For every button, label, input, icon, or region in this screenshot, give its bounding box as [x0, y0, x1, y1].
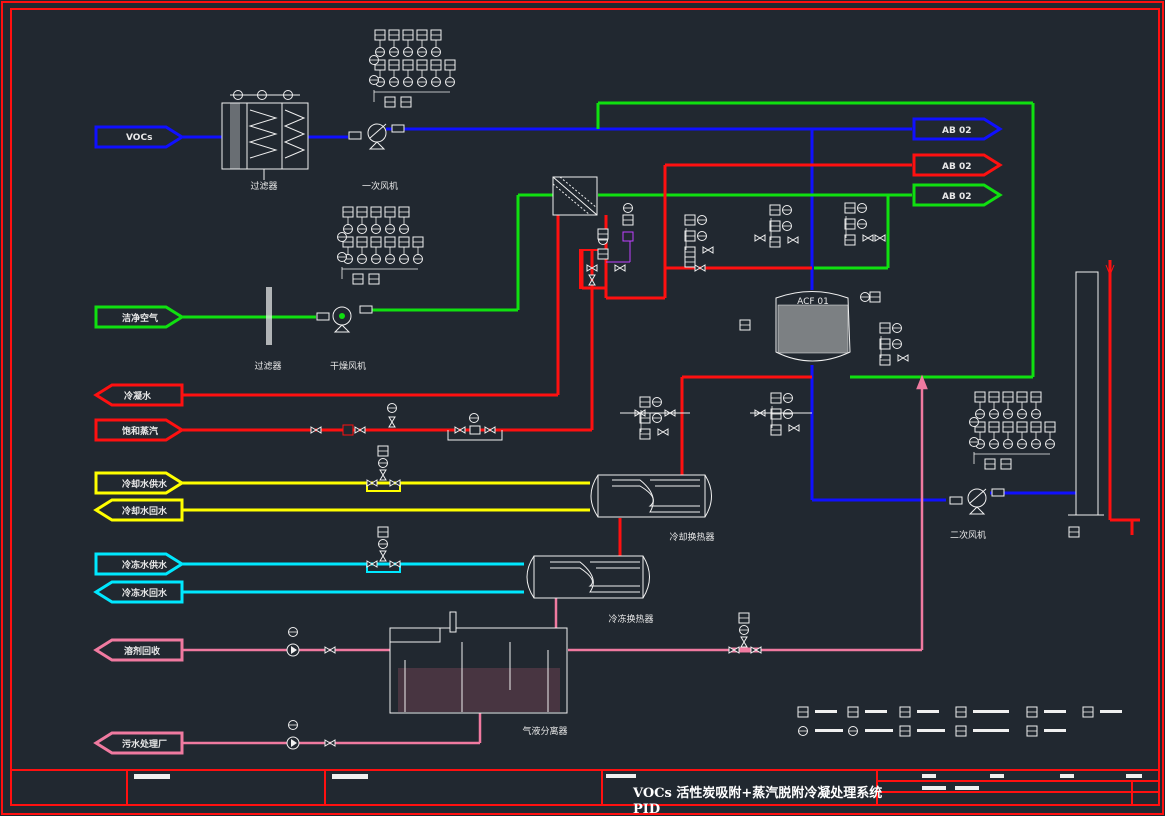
steam-control-instruments	[579, 203, 886, 289]
connector-solvent-recovery: 溶剂回收	[93, 638, 184, 662]
connector-vocs-label: VOCs	[126, 133, 152, 143]
secondary-fan-label: 二次风机	[950, 529, 986, 541]
connector-chilled-return-label: 冷冻水回水	[122, 587, 168, 599]
connector-cooling-supply: 冷却水供水	[94, 471, 185, 495]
connector-cooling-supply-label: 冷却水供水	[122, 478, 168, 490]
primary-fan-label: 一次风机	[362, 180, 398, 192]
cooling-water-lines	[182, 481, 590, 512]
cooling-heat-exchanger: 冷却换热器	[590, 474, 715, 543]
connector-cooling-water-label: 冷凝水	[124, 390, 152, 402]
connector-wastewater: 污水处理厂	[93, 731, 184, 755]
connector-ab-bot: AB 02	[912, 183, 1003, 207]
connector-ab-bot-label: AB 02	[942, 192, 971, 202]
separator-label: 气液分离器	[522, 725, 567, 737]
connector-ab-top-label: AB 02	[942, 126, 971, 136]
air-lines	[182, 101, 1035, 379]
connector-ab-mid: AB 02	[912, 153, 1003, 177]
filter-top-label: 过滤器	[250, 180, 277, 192]
filter-mid-label: 过滤器	[254, 360, 281, 372]
connector-chilled-supply-label: 冷冻水供水	[122, 559, 168, 571]
adsorber-acf01: ACF 01	[739, 291, 908, 366]
chilled-heat-exchanger: 冷冻换热器	[526, 555, 654, 625]
connector-cooling-water: 冷凝水	[93, 383, 184, 407]
title-block-marks	[134, 774, 1142, 790]
water-line-instruments	[366, 445, 401, 568]
mixing-box	[552, 176, 598, 216]
exhaust-stack	[1068, 264, 1115, 538]
connector-chilled-return: 冷冻水回水	[93, 580, 184, 604]
secondary-fan: 二次风机	[949, 392, 1055, 541]
cooling-hx-label: 冷却换热器	[669, 531, 714, 543]
connector-ab-mid-label: AB 02	[942, 162, 971, 172]
connector-solvent-recovery-label: 溶剂回收	[124, 645, 160, 657]
connector-saturated-steam: 饱和蒸汽	[94, 418, 185, 442]
chilled-water-lines	[182, 562, 524, 594]
connector-ab-top: AB 02	[912, 117, 1003, 141]
connector-cooling-return: 冷却水回水	[93, 498, 184, 522]
filter-mid: 过滤器	[254, 287, 282, 372]
filter-top: 过滤器	[221, 90, 309, 192]
drawing-title: VOCs 活性炭吸附+蒸汽脱附冷凝处理系统	[632, 785, 882, 801]
connector-wastewater-label: 污水处理厂	[122, 738, 167, 750]
legend	[797, 706, 1122, 737]
gas-liquid-separator: 气液分离器	[389, 611, 568, 737]
condensate-valves	[728, 612, 762, 654]
connector-vocs: VOCs	[94, 125, 185, 149]
primary-fan: 一次风机	[348, 30, 455, 192]
drawing-subtitle: PID	[633, 802, 660, 816]
dry-fan-label: 干燥风机	[330, 360, 366, 372]
connector-cooling-return-label: 冷却水回水	[122, 505, 168, 517]
mid-instrument-clusters	[620, 393, 812, 439]
wastewater-pump	[286, 720, 336, 750]
title-block	[11, 769, 1159, 805]
connector-saturated-steam-label: 饱和蒸汽	[122, 425, 158, 437]
connector-clean-air-label: 洁净空气	[122, 312, 158, 324]
steam-valves	[310, 403, 503, 441]
connector-clean-air: 洁净空气	[94, 305, 185, 329]
connector-chilled-supply: 冷冻水供水	[94, 552, 185, 576]
adsorber-label: ACF 01	[797, 297, 829, 307]
solvent-pump	[286, 627, 336, 657]
chilled-hx-label: 冷冻换热器	[608, 613, 653, 625]
dry-fan: 干燥风机	[316, 207, 423, 372]
